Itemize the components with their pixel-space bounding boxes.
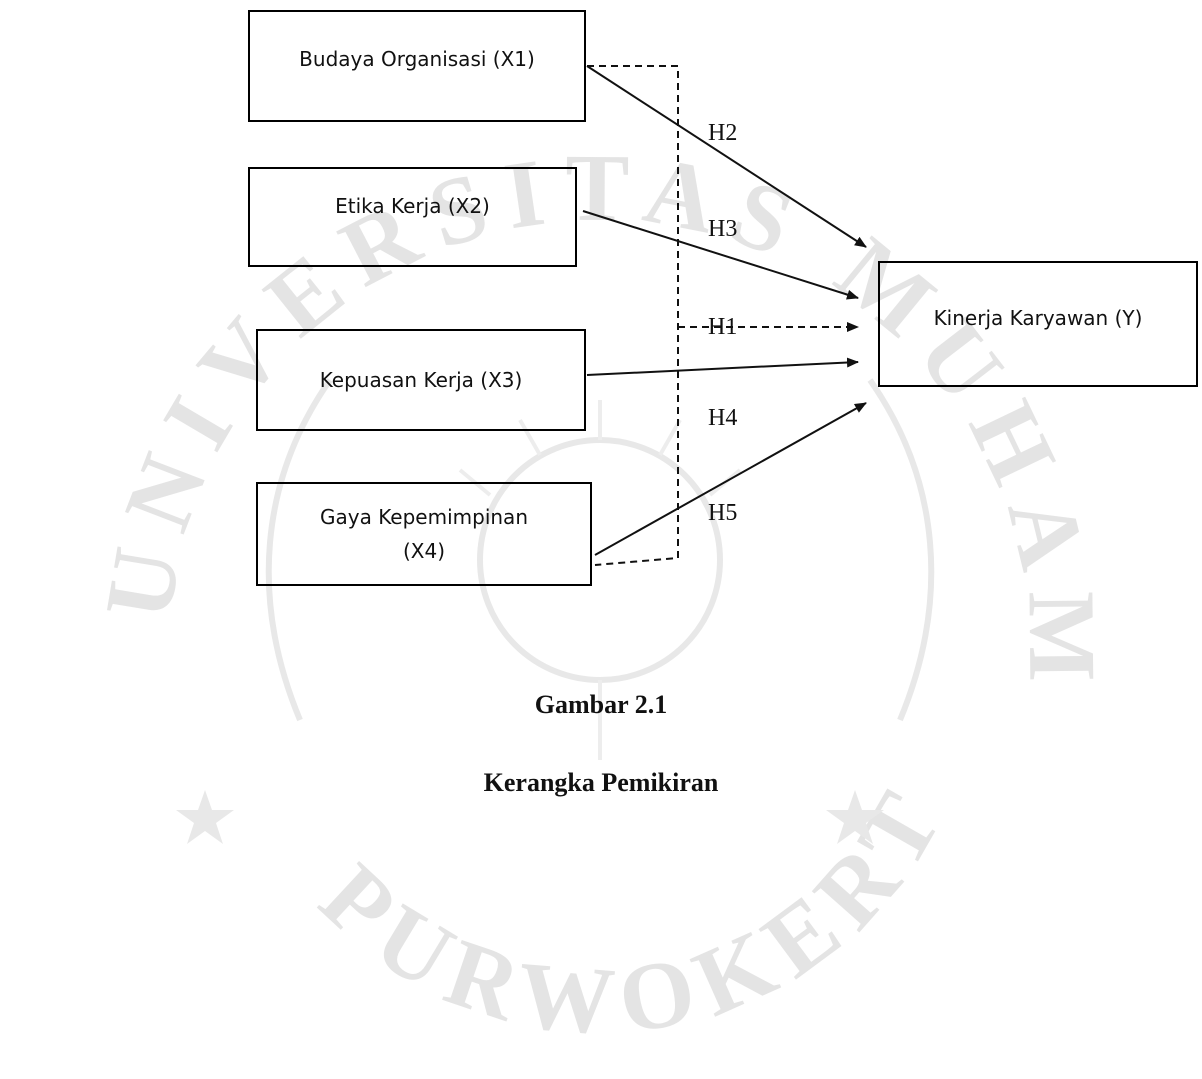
hypothesis-label-h1: H1	[708, 314, 738, 340]
node-label: Kepuasan Kerja (X3)	[319, 368, 523, 392]
node-budaya-organisasi: Budaya Organisasi (X1)	[248, 10, 586, 122]
node-label-line2: (X4)	[402, 539, 446, 563]
edge-x1-to-y	[586, 65, 867, 248]
hypothesis-label-h2: H2	[708, 120, 738, 146]
hypothesis-label-h4: H4	[708, 405, 738, 431]
node-kepuasan-kerja: Kepuasan Kerja (X3)	[256, 329, 586, 431]
node-label: Etika Kerja (X2)	[335, 194, 490, 218]
edge-x4-to-y	[594, 402, 867, 556]
edge-x2-to-y	[582, 210, 859, 300]
figure-title: Kerangka Pemikiran	[483, 768, 719, 797]
figure-number: Gambar 2.1	[534, 690, 668, 719]
node-label-line1: Gaya Kepemimpinan	[319, 505, 528, 529]
node-label: Kinerja Karyawan (Y)	[933, 306, 1143, 330]
edge-x3-to-y	[586, 357, 859, 376]
node-kinerja-karyawan: Kinerja Karyawan (Y)	[878, 261, 1198, 387]
node-etika-kerja: Etika Kerja (X2)	[248, 167, 577, 267]
hypothesis-label-h5: H5	[708, 500, 738, 526]
hypothesis-label-h3: H3	[708, 216, 738, 242]
node-label: Budaya Organisasi (X1)	[299, 47, 535, 71]
node-gaya-kepemimpinan: Gaya Kepemimpinan (X4)	[256, 482, 592, 586]
edge-simultaneous-dashed	[587, 65, 859, 566]
